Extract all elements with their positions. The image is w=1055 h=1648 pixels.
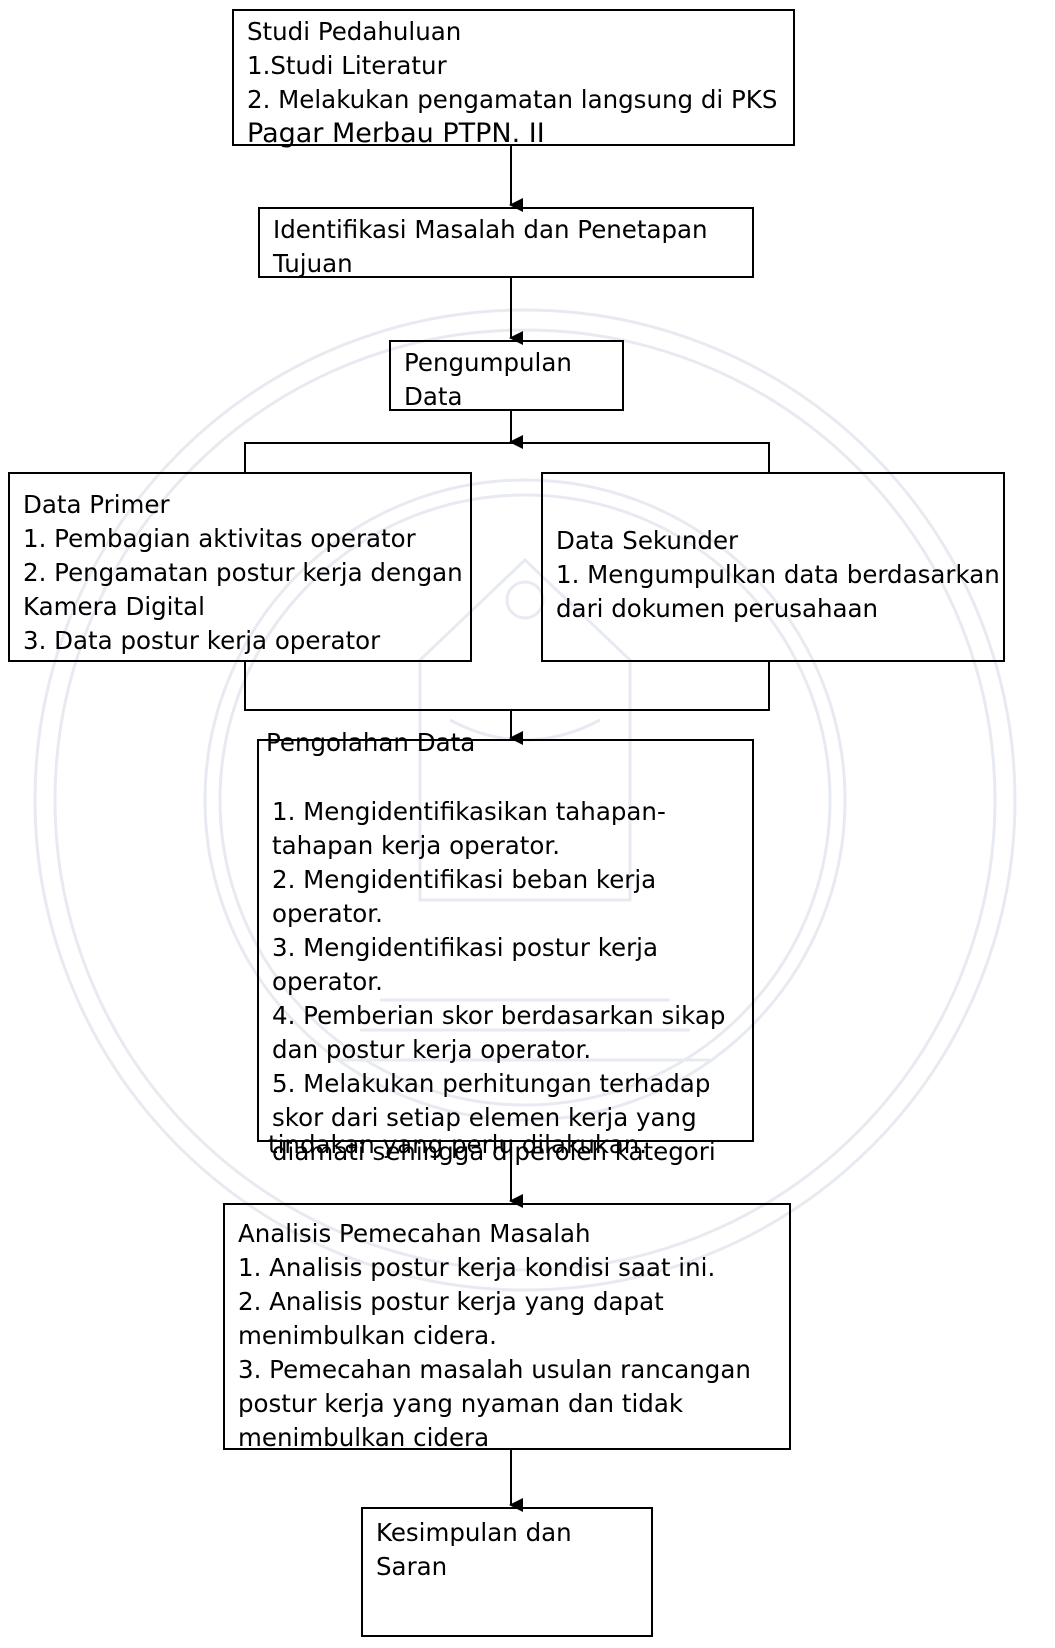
node-text-line: operator. xyxy=(272,967,383,996)
node-text-line: skor dari setiap elemen kerja yang xyxy=(272,1103,697,1132)
node-identifikasi-masalah: Identifikasi Masalah dan Penetapan Tujua… xyxy=(258,207,754,278)
node-text-line: menimbulkan cidera xyxy=(238,1423,490,1452)
node-text-line: Analisis Pemecahan Masalah xyxy=(238,1219,591,1248)
node-pengumpulan-data: Pengumpulan Data xyxy=(389,340,624,411)
pengolahan-overflow-line: tindakan yang perlu dilakukan. xyxy=(268,1130,648,1159)
node-text-line: 1.Studi Literatur xyxy=(247,51,447,80)
node-data-primer: Data Primer 1. Pembagian aktivitas opera… xyxy=(8,472,472,662)
node-text-line: tahapan kerja operator. xyxy=(272,831,561,860)
node-text-line: Pengumpulan xyxy=(404,348,572,377)
node-text-line: diamati sehingga diperoleh kategori xyxy=(272,1137,716,1166)
node-text-line: Studi Pedahuluan xyxy=(247,17,462,46)
join-bracket-bottom xyxy=(244,662,770,711)
node-text-line: 1. Pembagian aktivitas operator xyxy=(23,524,416,553)
pengolahan-title: Pengolahan Data xyxy=(266,728,476,757)
node-text-line: Tujuan xyxy=(273,249,353,278)
node-text-line: 2. Mengidentifikasi beban kerja xyxy=(272,865,657,894)
node-text-line: Data xyxy=(404,382,463,411)
node-studi-pendahuluan: Studi Pedahuluan 1.Studi Literatur 2. Me… xyxy=(232,9,795,149)
node-text-line: 1. Mengumpulkan data berdasarkan xyxy=(556,560,1000,589)
node-text-line: menimbulkan cidera. xyxy=(238,1321,497,1350)
node-text-line: operator. xyxy=(272,899,383,928)
split-bracket-top xyxy=(244,442,770,472)
node-analisis-pemecahan-masalah: Analisis Pemecahan Masalah 1. Analisis p… xyxy=(223,1203,791,1452)
node-text-line: 3. Mengidentifikasi postur kerja xyxy=(272,933,658,962)
node-text-line: Kamera Digital xyxy=(23,592,205,621)
node-text-line: 1. Analisis postur kerja kondisi saat in… xyxy=(238,1253,716,1282)
node-text-line: Data Primer xyxy=(23,490,170,519)
node-text-line: postur kerja yang nyaman dan tidak xyxy=(238,1389,684,1418)
node-text-line: 2. Pengamatan postur kerja dengan xyxy=(23,558,463,587)
node-text-line: Identifikasi Masalah dan Penetapan xyxy=(273,215,708,244)
node-data-sekunder: Data Sekunder 1. Mengumpulkan data berda… xyxy=(541,472,1005,662)
node-text-line: dan postur kerja operator. xyxy=(272,1035,592,1064)
node-text-line: Data Sekunder xyxy=(556,526,739,555)
node-text-line: 5. Melakukan perhitungan terhadap xyxy=(272,1069,711,1098)
node-text-line: 1. Mengidentifikasikan tahapan- xyxy=(272,797,666,826)
node-text-line: 4. Pemberian skor berdasarkan sikap xyxy=(272,1001,726,1030)
node-text-line: Kesimpulan dan xyxy=(376,1518,572,1547)
node-text-line: 3. Data postur kerja operator xyxy=(23,626,381,655)
node-kesimpulan-saran: Kesimpulan dan Saran xyxy=(361,1507,653,1637)
node-text-line: 2. Melakukan pengamatan langsung di PKS xyxy=(247,85,778,114)
node-text-line: dari dokumen perusahaan xyxy=(556,594,879,623)
node-text-line: Pagar Merbau PTPN. II xyxy=(247,118,545,149)
node-text-line: Saran xyxy=(376,1552,448,1581)
node-text-line: 2. Analisis postur kerja yang dapat xyxy=(238,1287,664,1316)
node-pengolahan-data: 1. Mengidentifikasikan tahapan- tahapan … xyxy=(257,739,754,1166)
node-text-line: 3. Pemecahan masalah usulan rancangan xyxy=(238,1355,751,1384)
